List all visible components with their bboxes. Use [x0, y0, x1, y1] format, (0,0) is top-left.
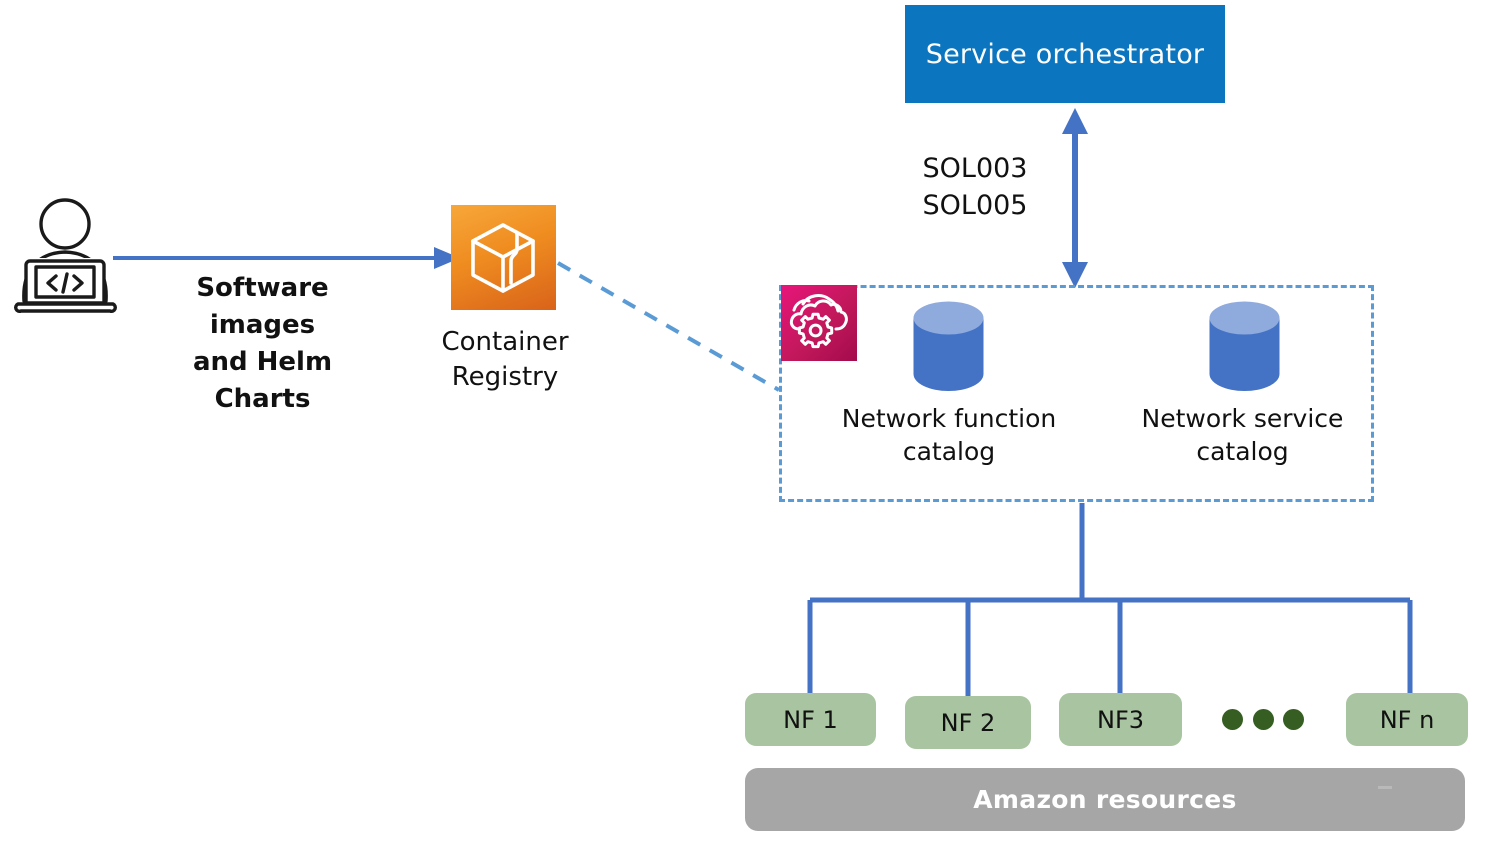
nf-n-label: NF n — [1379, 705, 1435, 734]
orchestrator-catalog-double-arrow — [1062, 108, 1088, 288]
nf-1-label: NF 1 — [783, 705, 838, 734]
container-registry-label: Container Registry — [405, 325, 605, 395]
ellipsis-dot-3 — [1283, 708, 1304, 730]
protocol-sol005-label: SOL005 — [922, 190, 1028, 221]
developer-to-registry-arrow — [113, 247, 460, 269]
protocol-labels: SOL003 SOL005 — [905, 150, 1045, 224]
network-function-box-1[interactable]: NF 1 — [745, 693, 876, 746]
network-service-catalog-label: Network service catalog — [1100, 402, 1385, 468]
ellipsis-dots-icon — [1222, 708, 1304, 730]
transfer-line-2: images — [209, 310, 316, 340]
transfer-line-4: Charts — [214, 384, 311, 414]
network-function-catalog-database-icon[interactable] — [913, 301, 984, 391]
nf-3-label: NF3 — [1096, 705, 1145, 734]
service-orchestrator-box[interactable]: Service orchestrator — [905, 5, 1225, 103]
network-function-box-n[interactable]: NF n — [1346, 693, 1468, 746]
transfer-line-1: Software — [196, 273, 329, 303]
network-function-catalog-label: Network function catalog — [800, 402, 1098, 468]
amazon-resources-label: Amazon resources — [973, 785, 1237, 814]
ellipsis-dot-2 — [1252, 708, 1274, 730]
developer-at-laptop-icon — [8, 198, 123, 318]
registry-line-2: Registry — [451, 362, 559, 392]
protocol-sol003-label: SOL003 — [922, 153, 1028, 184]
resources-bar-artifact — [1378, 786, 1392, 789]
transfer-line-3: and Helm — [192, 347, 333, 377]
nf-catalog-line-1: Network function — [841, 404, 1057, 433]
container-registry-icon[interactable] — [451, 205, 556, 310]
service-orchestrator-label: Service orchestrator — [925, 38, 1205, 70]
ns-catalog-line-1: Network service — [1141, 404, 1344, 433]
catalog-zone-boundary — [779, 285, 1374, 502]
cloud-gear-icon[interactable] — [781, 285, 857, 361]
network-service-catalog-database-icon[interactable] — [1209, 301, 1280, 391]
nf-catalog-line-2: catalog — [902, 437, 996, 466]
network-function-box-3[interactable]: NF3 — [1059, 693, 1182, 746]
ellipsis-dot-1 — [1222, 708, 1243, 730]
ns-catalog-line-2: catalog — [1196, 437, 1289, 466]
amazon-resources-bar[interactable]: Amazon resources — [745, 768, 1465, 831]
catalog-to-nf-tree — [807, 503, 1413, 697]
software-transfer-label: Software images and Helm Charts — [155, 270, 370, 418]
registry-line-1: Container — [441, 327, 569, 357]
nf-2-label: NF 2 — [940, 708, 996, 737]
network-function-box-2[interactable]: NF 2 — [905, 696, 1031, 749]
